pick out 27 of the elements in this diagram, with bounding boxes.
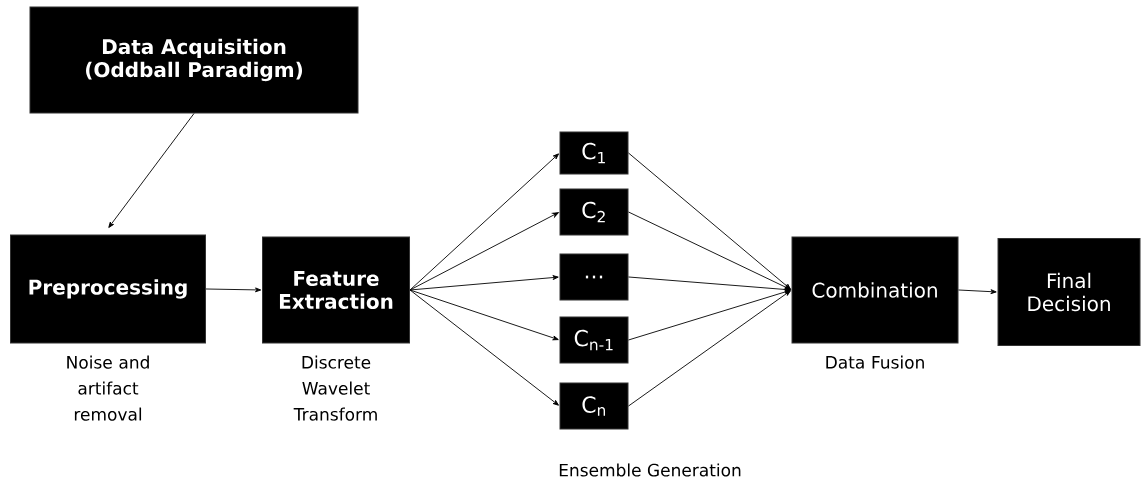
node-caption: Data Fusion — [826, 355, 924, 369]
arrow — [409, 289, 559, 406]
arrow — [409, 289, 559, 341]
node-caption: Discrete Wavelet Transform — [293, 355, 377, 421]
node-caption: Noise and artifact removal — [67, 355, 149, 421]
process-box: C$_{1}$ — [559, 131, 629, 175]
arrow — [958, 289, 997, 295]
process-box: ... — [559, 253, 629, 301]
group-caption: Ensemble Generation — [559, 463, 741, 477]
process-box: Combination — [791, 236, 959, 344]
process-box: C$_{n}$ — [559, 382, 629, 430]
arrow — [628, 290, 791, 407]
arrow — [628, 276, 791, 292]
arrow — [628, 152, 791, 290]
arrow — [409, 212, 559, 291]
arrow — [108, 113, 195, 228]
process-box: Preprocessing — [10, 234, 206, 344]
process-box: Data Acquisition (Oddball Paradigm) — [29, 6, 359, 114]
arrow — [628, 289, 791, 341]
process-box: Feature Extraction — [262, 236, 410, 344]
process-box: C$_{2}$ — [559, 188, 629, 236]
process-box: Final Decision — [997, 238, 1141, 346]
arrow — [628, 211, 791, 290]
arrow — [205, 287, 262, 293]
process-box: C$_{n-1}$ — [559, 316, 629, 364]
arrow — [409, 275, 559, 291]
arrow — [409, 153, 559, 291]
